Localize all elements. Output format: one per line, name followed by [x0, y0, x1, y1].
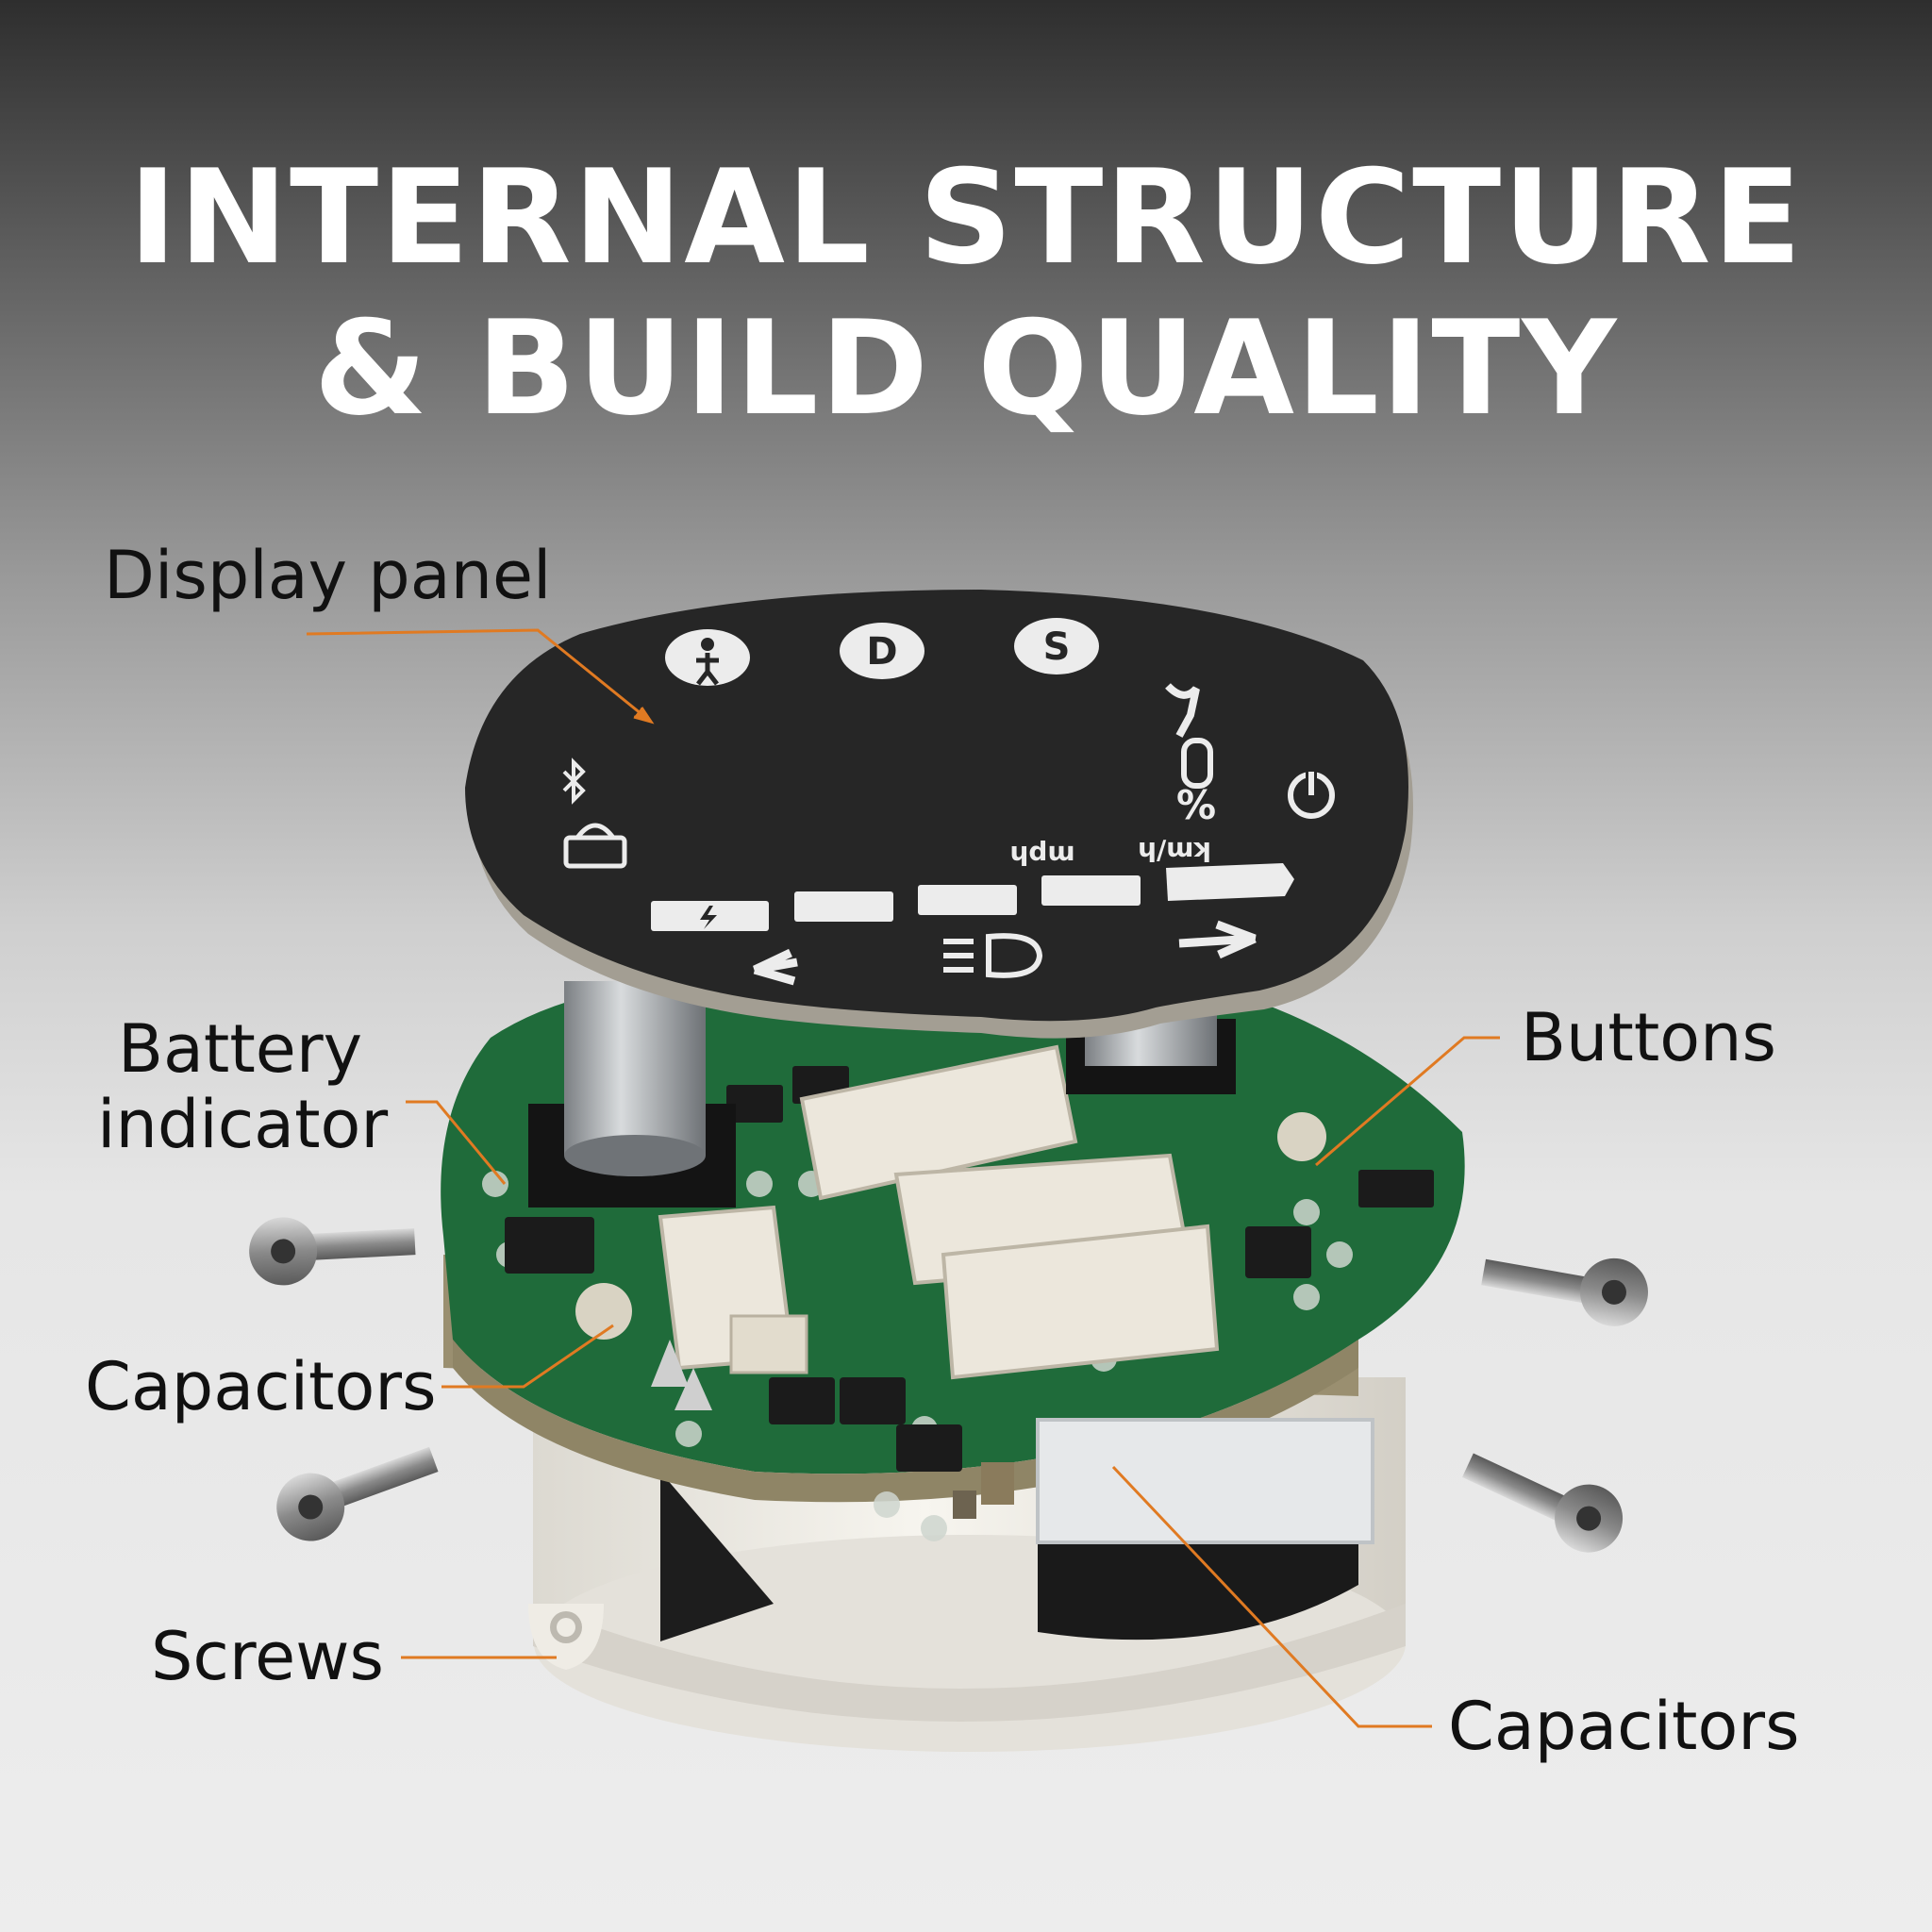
display-panel-leader	[306, 628, 652, 724]
buttons-leader	[1315, 1036, 1500, 1167]
label-capacitors-left: Capacitors	[85, 1348, 437, 1425]
mode-s-label: S	[1043, 625, 1071, 669]
arrow-right-icon	[1178, 920, 1257, 959]
electrolytic-capacitors	[528, 981, 1236, 1208]
mode-d-label: D	[866, 630, 897, 674]
battery-temp-icon	[1181, 738, 1213, 789]
screw-icon	[249, 1217, 1648, 1553]
callout-lines	[306, 628, 1500, 1728]
unit-mph-label: mph	[1009, 840, 1074, 871]
heading-line-1: INTERNAL STRUCTURE	[128, 142, 1804, 293]
bolt-icon	[700, 906, 717, 929]
label-buttons: Buttons	[1521, 999, 1776, 1076]
label-screws: Screws	[151, 1618, 384, 1695]
label-capacitors-right: Capacitors	[1448, 1688, 1800, 1765]
label-display-panel: Display panel	[104, 537, 552, 614]
wrench-icon	[1165, 683, 1200, 738]
label-battery-indicator-line-2: indicator	[97, 1086, 389, 1163]
arrow-left-icon	[753, 948, 798, 986]
heading-line-2: & BUILD QUALITY	[313, 292, 1619, 444]
capacitors-left-leader	[441, 1324, 614, 1389]
capacitors-right-leader	[1111, 1465, 1432, 1728]
percent-label: %	[1176, 782, 1216, 828]
lock-icon	[563, 823, 627, 869]
unit-kmh-label: km/h	[1138, 836, 1211, 867]
circuit-board	[441, 977, 1465, 1544]
walk-mode-icon	[696, 638, 719, 686]
display-panel: D S % km/h mph	[465, 590, 1413, 1039]
headlight-icon	[943, 933, 1043, 978]
battery-indicator-leader	[406, 1100, 507, 1185]
power-icon	[1288, 772, 1335, 819]
label-battery-indicator-line-1: Battery	[118, 1010, 363, 1088]
bluetooth-icon	[562, 758, 586, 805]
